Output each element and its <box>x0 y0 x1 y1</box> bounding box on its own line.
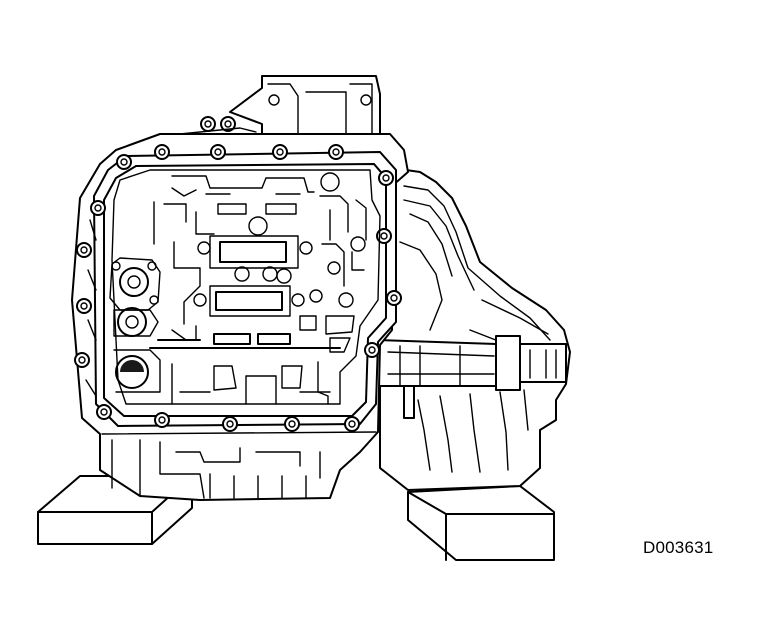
top-bolt-row <box>159 116 257 137</box>
case-side-ribs <box>85 219 97 397</box>
bolt <box>376 228 392 244</box>
bolt <box>154 144 170 160</box>
bolt <box>154 412 170 428</box>
bolt <box>96 404 112 420</box>
figure-id-label: D003631 <box>643 538 714 557</box>
transmission-case-right <box>379 167 571 491</box>
valve-body <box>109 169 381 405</box>
bolt <box>378 170 394 186</box>
bolt <box>344 416 360 432</box>
bolt <box>74 352 90 368</box>
bolt <box>90 200 106 216</box>
bolt <box>116 154 132 170</box>
bolt <box>284 416 300 432</box>
bolt <box>210 144 226 160</box>
bolt <box>222 416 238 432</box>
right-support-block <box>407 485 555 561</box>
bolt <box>76 242 92 258</box>
bolt <box>272 144 288 160</box>
bolt <box>386 290 402 306</box>
bolt <box>328 144 344 160</box>
bolt <box>76 298 92 314</box>
perimeter-bolts <box>74 144 402 432</box>
mounting-bracket <box>229 75 381 137</box>
bolt <box>364 342 380 358</box>
oil-pan-flange <box>93 151 397 427</box>
